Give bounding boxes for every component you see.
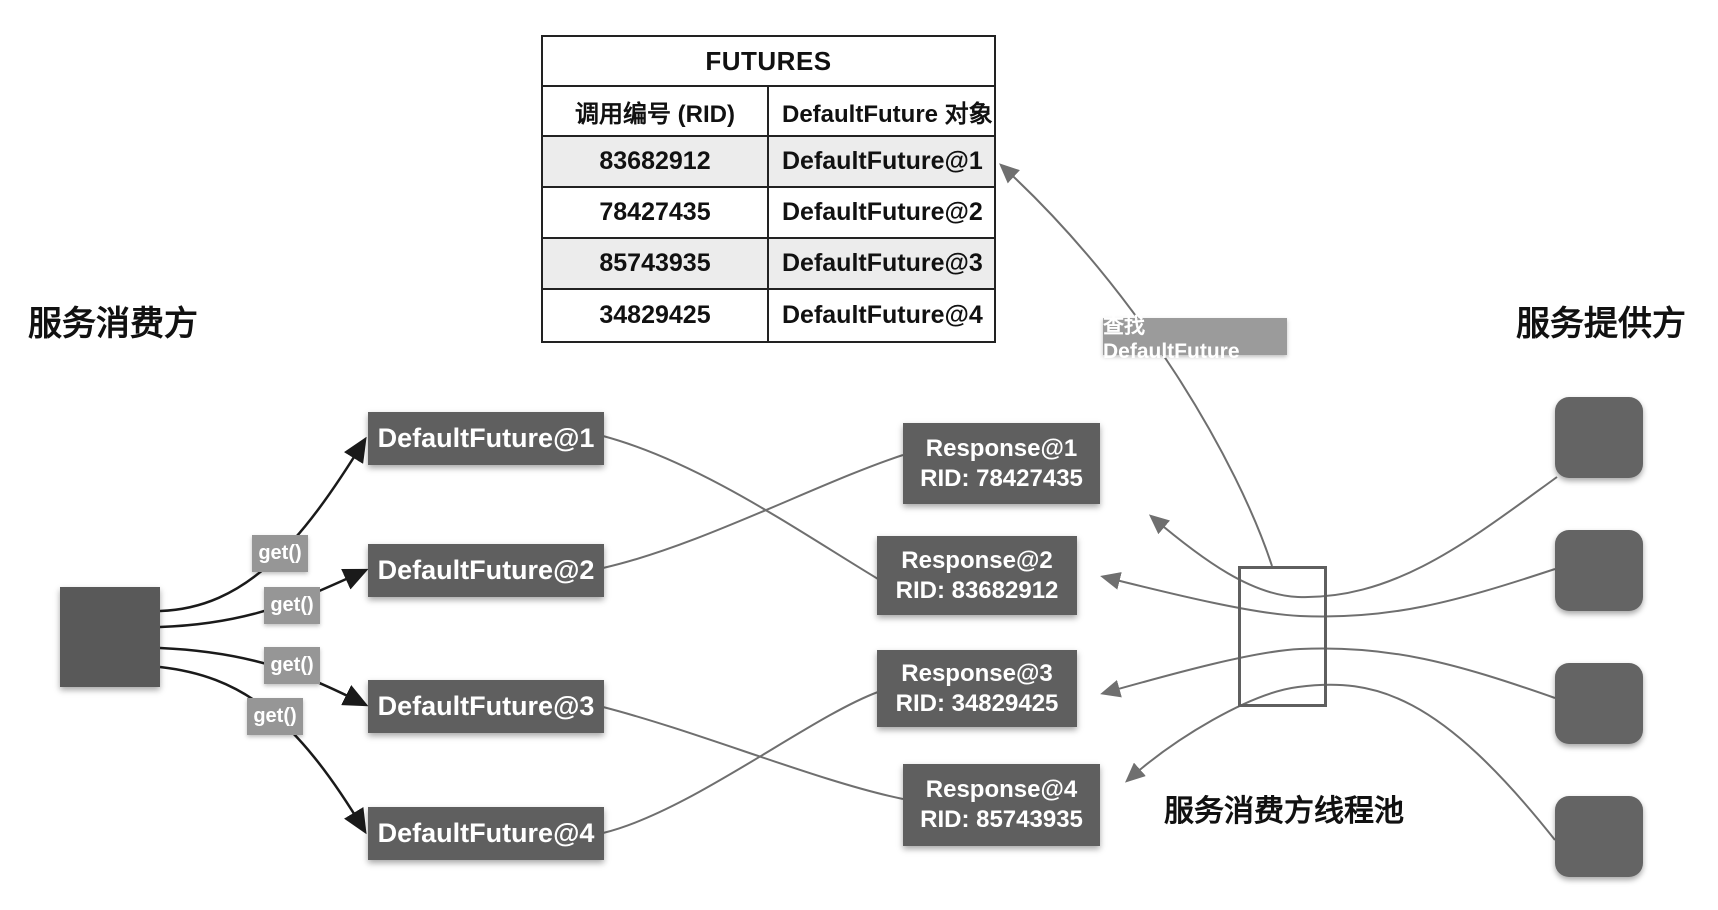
future-cell: DefaultFuture@3 <box>769 239 994 290</box>
response-title: Response@1 <box>925 434 1078 462</box>
future-cell: DefaultFuture@1 <box>769 137 994 188</box>
get-label-4: get() <box>247 698 303 735</box>
provider-box-2 <box>1555 530 1643 611</box>
provider-box-4 <box>1555 796 1643 877</box>
arrow-provider2-to-response2 <box>1100 568 1556 618</box>
get-label-3: get() <box>264 647 320 684</box>
rid-cell: 83682912 <box>543 137 769 188</box>
future-cell: DefaultFuture@4 <box>782 301 983 329</box>
response-title: Response@2 <box>901 546 1053 574</box>
lookup-defaultfuture-label: 查找 DefaultFuture <box>1103 315 1287 363</box>
provider-box-1 <box>1555 397 1643 478</box>
column-header-rid: 调用编号 (RID) <box>543 87 769 137</box>
rid-cell: 34829425 <box>543 290 769 341</box>
response-rid: RID: 78427435 <box>920 464 1083 492</box>
link-future3-response4 <box>602 706 904 800</box>
futures-table-title: FUTURES <box>543 37 994 87</box>
get-label-2: get() <box>264 587 320 624</box>
consumer-box <box>60 587 160 687</box>
future-box-1: DefaultFuture@1 <box>368 412 604 465</box>
future-box-3: DefaultFuture@3 <box>368 680 604 733</box>
future-box-2: DefaultFuture@2 <box>368 544 604 597</box>
arrow-consumer-to-future-3 <box>159 646 369 707</box>
link-future4-response3 <box>602 691 879 834</box>
arrow-provider1-to-response1 <box>1148 476 1558 599</box>
response-box-3: Response@3 RID: 34829425 <box>877 650 1077 727</box>
arrow-lookup-futures-table <box>999 163 1273 567</box>
arrow-consumer-to-future-2 <box>159 568 369 629</box>
response-rid: RID: 83682912 <box>895 576 1059 604</box>
response-rid: RID: 85743935 <box>920 806 1083 833</box>
consumer-side-label: 服务消费方 <box>28 305 198 343</box>
arrow-consumer-to-future-4 <box>159 665 367 835</box>
link-future2-response1 <box>602 454 904 569</box>
provider-box-3 <box>1555 663 1643 744</box>
link-future1-response2 <box>602 435 879 580</box>
response-title: Response@4 <box>925 776 1078 803</box>
futures-table: FUTURES 调用编号 (RID) DefaultFuture 对象 8368… <box>541 35 996 343</box>
threadpool-rect <box>1238 566 1327 707</box>
arrow-provider4-to-response4 <box>1125 683 1556 841</box>
column-header-future: DefaultFuture 对象 <box>769 87 994 137</box>
threadpool-label: 服务消费方线程池 <box>1164 795 1404 828</box>
response-box-2: Response@2 RID: 83682912 <box>877 536 1077 615</box>
response-box-4: Response@4 RID: 85743935 <box>903 764 1100 846</box>
future-box-4: DefaultFuture@4 <box>368 807 604 860</box>
provider-side-label: 服务提供方 <box>1516 305 1686 343</box>
response-rid: RID: 34829425 <box>895 689 1059 717</box>
response-title: Response@3 <box>901 659 1053 687</box>
response-box-1: Response@1 RID: 78427435 <box>903 423 1100 504</box>
get-label-1: get() <box>252 535 308 572</box>
future-cell: DefaultFuture@2 <box>769 188 994 239</box>
arrow-provider3-to-response3 <box>1100 647 1556 699</box>
rid-cell: 85743935 <box>543 239 769 290</box>
rid-cell: 78427435 <box>543 188 769 239</box>
